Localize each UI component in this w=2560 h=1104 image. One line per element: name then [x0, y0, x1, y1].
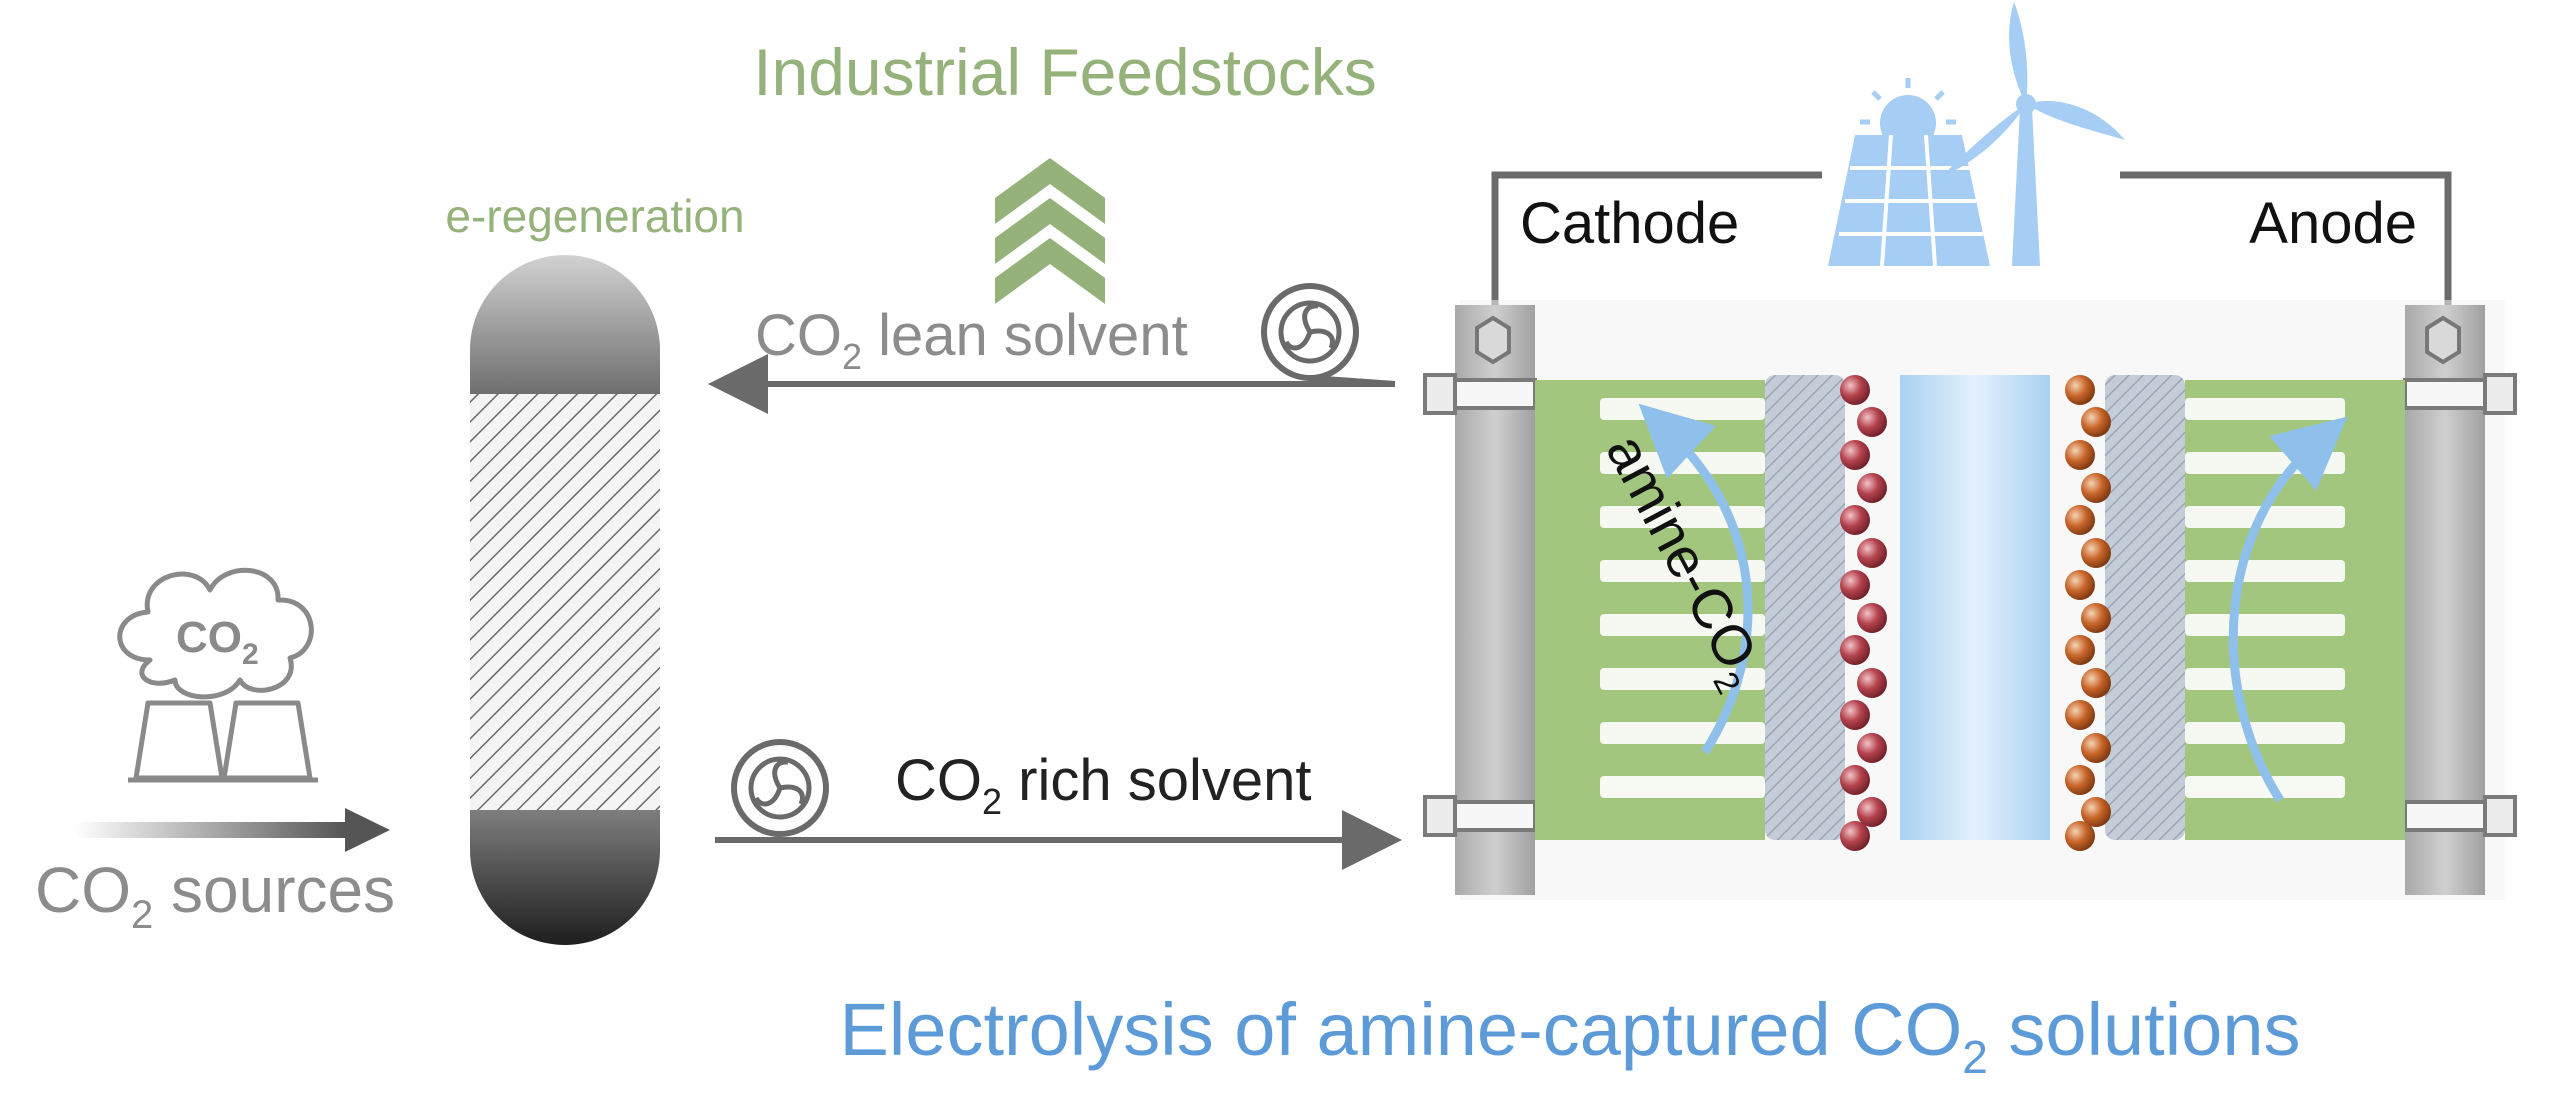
anode-label: Anode — [2249, 191, 2417, 256]
hex-nut — [1475, 315, 2461, 365]
regeneration-column — [470, 255, 660, 945]
external-circuit-wire — [1491, 171, 2452, 330]
factory-co2-label: CO2 — [176, 613, 259, 671]
cathode-label: Cathode — [1520, 191, 1739, 256]
diagram-title: Electrolysis of amine-captured CO2 solut… — [840, 988, 2301, 1083]
anode-flow-arrow — [2228, 416, 2348, 803]
pump-icon — [731, 739, 829, 837]
co2-rich-solvent-label: CO2 rich solvent — [895, 748, 1312, 822]
solar-panel-icon — [1828, 78, 1990, 267]
upward-chevrons-icon — [995, 158, 1105, 304]
co2-sources-arrowhead — [345, 808, 390, 852]
co2-sources-label: CO2 sources — [35, 854, 395, 937]
anode-catalyst-particles — [2065, 375, 2111, 851]
electrolyzer-cell — [1423, 300, 2517, 900]
wind-turbine-icon — [1940, 2, 2125, 266]
cathode-catalyst-particles — [1840, 375, 1887, 851]
industrial-feedstocks-label: Industrial Feedstocks — [753, 35, 1377, 109]
e-regeneration-label: e-regeneration — [445, 190, 744, 242]
co2-sources-arrow — [75, 822, 345, 838]
membrane — [1900, 375, 2050, 840]
co2-lean-solvent-label: CO2 lean solvent — [755, 303, 1188, 377]
factory-icon — [117, 567, 318, 783]
pump-icon — [1261, 283, 1396, 387]
cathode-flow-arrow — [1638, 403, 1753, 755]
